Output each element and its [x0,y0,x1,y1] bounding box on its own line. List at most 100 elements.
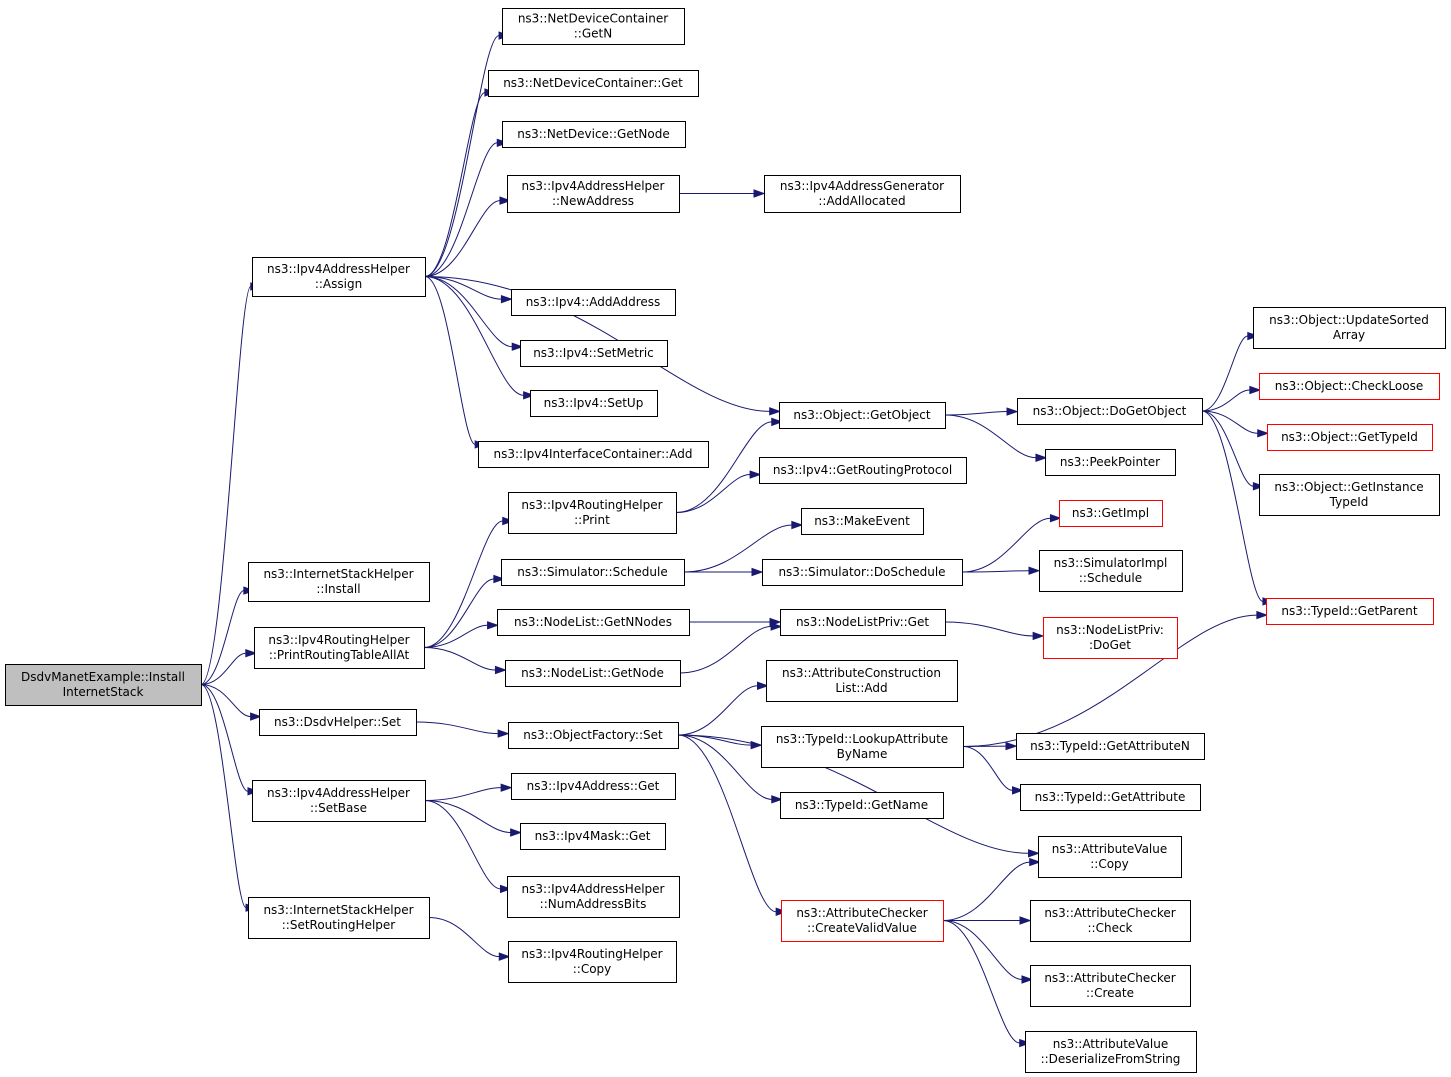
function-node-box[interactable] [766,660,958,702]
function-node-iah-assign[interactable]: ns3::Ipv4AddressHelper::Assign [252,257,426,297]
function-node-box[interactable] [252,780,426,822]
function-node-iah-newaddr[interactable]: ns3::Ipv4AddressHelper::NewAddress [507,175,680,213]
function-node-ipv4mask-get[interactable]: ns3::Ipv4Mask::Get [520,823,666,850]
function-node-nlp-get[interactable]: ns3::NodeListPriv::Get [780,609,946,636]
function-node-makeevent[interactable]: ns3::MakeEvent [801,508,924,535]
function-node-box[interactable] [1045,449,1176,476]
function-node-obj-checkloose[interactable]: ns3::Object::CheckLoose [1259,373,1440,400]
function-node-box[interactable] [530,390,658,417]
function-node-sim-doschedule[interactable]: ns3::Simulator::DoSchedule [762,559,963,586]
function-node-irh-copy[interactable]: ns3::Ipv4RoutingHelper::Copy [508,941,677,983]
function-node-box[interactable] [508,492,677,534]
function-node-ipv4-setup[interactable]: ns3::Ipv4::SetUp [530,390,658,417]
function-node-box[interactable] [801,508,924,535]
function-node-of-set[interactable]: ns3::ObjectFactory::Set [508,722,679,749]
function-node-box[interactable] [1259,373,1440,400]
function-node-box[interactable] [488,70,699,97]
function-node-simimpl-schedule[interactable]: ns3::SimulatorImpl::Schedule [1039,550,1183,592]
function-node-getimpl[interactable]: ns3::GetImpl [1059,500,1163,527]
function-node-ndc-getn[interactable]: ns3::NetDeviceContainer::GetN [502,8,685,45]
function-node-box[interactable] [507,175,680,213]
function-node-box[interactable] [1020,784,1201,811]
function-node-box[interactable] [1030,900,1191,942]
function-node-nd-getnode[interactable]: ns3::NetDevice::GetNode [502,121,686,148]
function-node-ipv4-getroutingprotocol[interactable]: ns3::Ipv4::GetRoutingProtocol [759,457,967,484]
function-node-ndc-get[interactable]: ns3::NetDeviceContainer::Get [488,70,699,97]
function-node-box[interactable] [501,559,685,586]
function-node-obj-getobject[interactable]: ns3::Object::GetObject [779,402,946,429]
function-node-ac-check[interactable]: ns3::AttributeChecker::Check [1030,900,1191,942]
function-node-box[interactable] [1266,598,1434,625]
function-node-box[interactable] [1059,500,1163,527]
function-node-box[interactable] [1043,617,1178,659]
function-node-box[interactable] [520,340,668,367]
function-node-typeid-getattrn[interactable]: ns3::TypeId::GetAttributeN [1016,733,1205,760]
function-node-sim-schedule[interactable]: ns3::Simulator::Schedule [501,559,685,586]
function-node-box[interactable] [508,941,677,983]
function-node-box[interactable] [761,726,964,768]
function-node-box[interactable] [259,709,417,736]
function-node-box[interactable] [759,457,967,484]
function-node-box[interactable] [762,559,963,586]
function-node-box[interactable] [252,257,426,297]
function-node-box[interactable] [248,897,430,939]
function-node-box[interactable] [764,175,961,213]
function-node-box[interactable] [781,900,944,942]
function-node-typeid-getattr[interactable]: ns3::TypeId::GetAttribute [1020,784,1201,811]
function-node-box[interactable] [1038,836,1182,878]
function-node-box[interactable] [511,773,676,800]
function-node-obj-dogetobject[interactable]: ns3::Object::DoGetObject [1017,398,1203,425]
function-node-typeid-getname[interactable]: ns3::TypeId::GetName [780,792,944,819]
function-node-box[interactable] [502,8,685,45]
function-node-box[interactable] [1039,550,1183,592]
function-node-obj-gettypeid[interactable]: ns3::Object::GetTypeId [1267,424,1433,451]
function-node-box[interactable] [254,627,425,669]
function-node-av-deserialize[interactable]: ns3::AttributeValue::DeserializeFromStri… [1025,1031,1197,1073]
function-node-typeid-getparent[interactable]: ns3::TypeId::GetParent [1266,598,1434,625]
function-node-box[interactable] [248,562,430,602]
function-node-box[interactable] [1016,733,1205,760]
function-node-ipv4-addaddr[interactable]: ns3::Ipv4::AddAddress [511,289,676,316]
function-node-nl-getnode[interactable]: ns3::NodeList::GetNode [505,660,681,687]
function-node-box[interactable] [1025,1031,1197,1073]
function-node-box[interactable] [505,660,681,687]
function-node-box[interactable] [1267,424,1433,451]
function-node-irh-printall[interactable]: ns3::Ipv4RoutingHelper::PrintRoutingTabl… [254,627,425,669]
function-node-av-copy[interactable]: ns3::AttributeValue::Copy [1038,836,1182,878]
function-node-box[interactable] [520,823,666,850]
function-node-box[interactable] [1017,398,1203,425]
function-node-dsdv-set[interactable]: ns3::DsdvHelper::Set [259,709,417,736]
function-node-box[interactable] [780,609,946,636]
function-node-box[interactable] [497,609,690,636]
function-node-box[interactable] [1259,474,1440,516]
function-node-box[interactable] [478,441,709,468]
function-node-ish-setrouting[interactable]: ns3::InternetStackHelper::SetRoutingHelp… [248,897,430,939]
function-node-box[interactable] [502,121,686,148]
function-node-box[interactable] [508,722,679,749]
function-node-peekpointer[interactable]: ns3::PeekPointer [1045,449,1176,476]
function-node-irh-print[interactable]: ns3::Ipv4RoutingHelper::Print [508,492,677,534]
function-node-box[interactable] [5,664,202,706]
function-node-ac-create[interactable]: ns3::AttributeChecker::Create [1030,965,1191,1007]
function-node-nlp-doget[interactable]: ns3::NodeListPriv::DoGet [1043,617,1178,659]
function-node-box[interactable] [779,402,946,429]
function-node-iah-setbase[interactable]: ns3::Ipv4AddressHelper::SetBase [252,780,426,822]
function-node-ac-createvalid[interactable]: ns3::AttributeChecker::CreateValidValue [781,900,944,942]
function-node-ipv4addr-get[interactable]: ns3::Ipv4Address::Get [511,773,676,800]
function-node-ipv4-setmetric[interactable]: ns3::Ipv4::SetMetric [520,340,668,367]
function-node-iah-numaddrbits[interactable]: ns3::Ipv4AddressHelper::NumAddressBits [507,876,680,918]
function-node-iag-addalloc[interactable]: ns3::Ipv4AddressGenerator::AddAllocated [764,175,961,213]
function-node-box[interactable] [1030,965,1191,1007]
function-node-box[interactable] [507,876,680,918]
function-node-box[interactable] [780,792,944,819]
function-node-ish-install[interactable]: ns3::InternetStackHelper::Install [248,562,430,602]
function-node-box[interactable] [511,289,676,316]
function-node-iic-add[interactable]: ns3::Ipv4InterfaceContainer::Add [478,441,709,468]
function-node-nl-getnnodes[interactable]: ns3::NodeList::GetNNodes [497,609,690,636]
function-node-box[interactable] [1253,307,1446,349]
